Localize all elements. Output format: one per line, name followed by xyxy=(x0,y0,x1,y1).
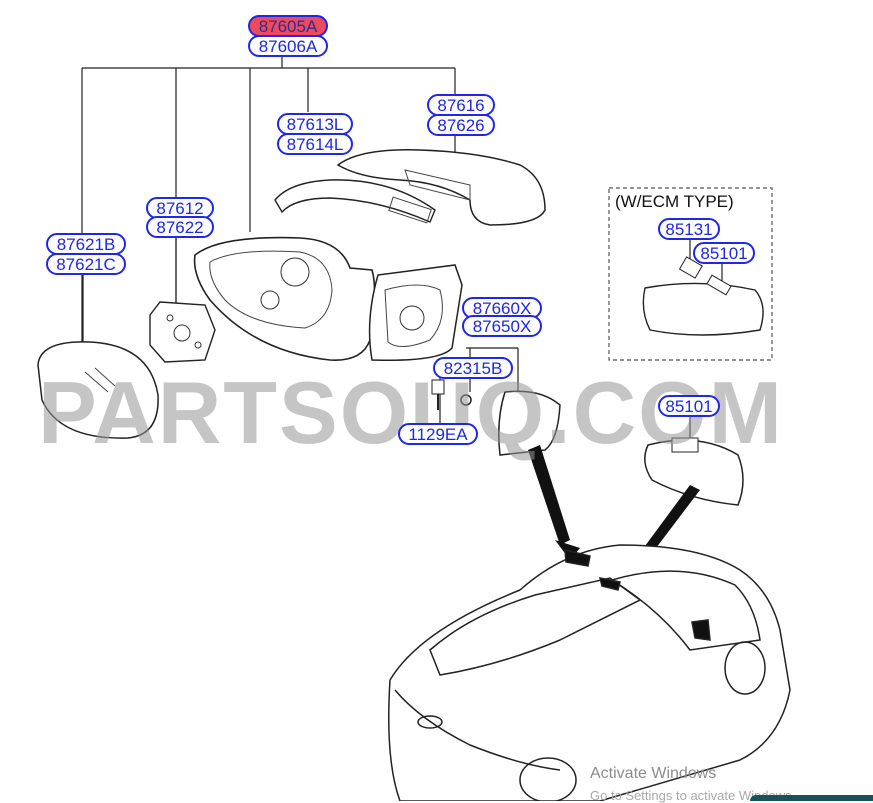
mirror-housing-shape xyxy=(193,236,376,361)
callout-1129EA[interactable]: 1129EA xyxy=(398,423,478,445)
mirror-glass-shape xyxy=(37,341,159,439)
callout-87616[interactable]: 87616 xyxy=(427,94,495,116)
mirror-base-shape xyxy=(368,264,463,361)
callout-87606A[interactable]: 87606A xyxy=(248,35,328,57)
callout-87621B[interactable]: 87621B xyxy=(46,233,126,255)
inside-mirror-shape xyxy=(644,439,744,506)
callout-85131[interactable]: 85131 xyxy=(658,218,720,240)
callout-87622[interactable]: 87622 xyxy=(146,216,214,238)
triangle-cover-shape xyxy=(498,390,561,456)
leader-lines xyxy=(81,55,723,440)
callout-87650X[interactable]: 87650X xyxy=(462,315,542,337)
callout-87614L[interactable]: 87614L xyxy=(277,133,353,155)
page-margin xyxy=(800,0,873,801)
vehicle-outline xyxy=(388,544,791,801)
side-repeater-lamp-shape xyxy=(274,179,436,223)
callout-87621C[interactable]: 87621C xyxy=(46,253,126,275)
callout-85101-inside[interactable]: 85101 xyxy=(658,395,720,417)
callout-87613L[interactable]: 87613L xyxy=(277,113,353,135)
ecm-type-box xyxy=(608,187,773,361)
callout-87626[interactable]: 87626 xyxy=(427,114,495,136)
ecm-mirror-shape xyxy=(642,282,764,336)
ecm-type-label: (W/ECM TYPE) xyxy=(615,192,734,211)
callout-87605A[interactable]: 87605A xyxy=(248,15,328,37)
watermark: PARTSOUQ.COM xyxy=(38,363,784,462)
activate-windows-subtitle: Go to Settings to activate Windows. xyxy=(590,788,796,803)
callout-85101-ecm[interactable]: 85101 xyxy=(693,242,755,264)
activate-windows-title: Activate Windows xyxy=(590,765,717,782)
taskbar-edge xyxy=(750,795,873,801)
scalp-cover-shape xyxy=(336,149,546,226)
callout-82315B[interactable]: 82315B xyxy=(433,357,513,379)
mirror-actuator-shape xyxy=(149,301,216,363)
